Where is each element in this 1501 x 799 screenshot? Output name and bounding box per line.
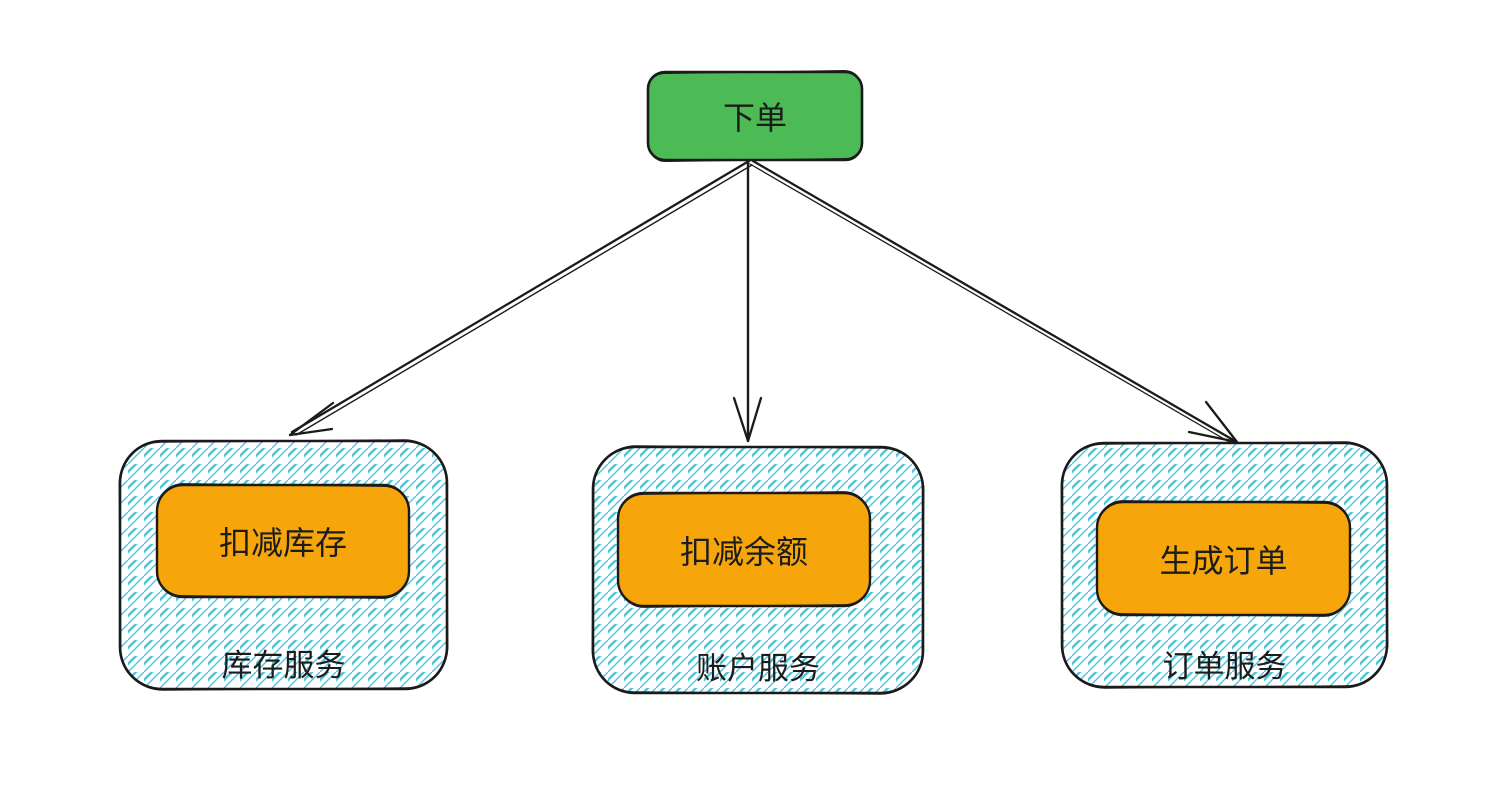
node-deduct-balance[interactable] — [616, 491, 872, 608]
arrow-to-account-service[interactable] — [732, 160, 763, 443]
node-deduct-inventory[interactable] — [155, 483, 411, 599]
node-create-order[interactable] — [1095, 500, 1352, 617]
arrow-to-inventory-service[interactable] — [288, 159, 753, 437]
node-place-order[interactable] — [646, 70, 864, 162]
arrow-to-order-service[interactable] — [749, 159, 1239, 444]
